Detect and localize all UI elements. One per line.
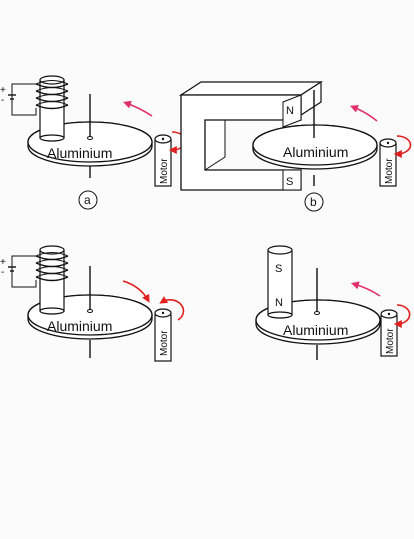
motor — [380, 304, 411, 357]
panel-tag-a-label: a — [84, 193, 91, 207]
electromagnet-coil — [35, 75, 69, 142]
motor-label: Motor — [159, 158, 170, 184]
south-pole-label: S — [286, 176, 293, 188]
curved-arrow-icon — [350, 104, 378, 122]
motor — [379, 135, 412, 187]
panel-a: Aluminium + - Motor a — [0, 75, 187, 210]
plus-sign: + — [0, 85, 6, 96]
curved-arrow-icon — [122, 100, 153, 117]
motor-label: Motor — [385, 328, 396, 354]
aluminium-disc — [252, 124, 378, 170]
aluminium-disc — [27, 121, 153, 167]
disc-label: Aluminium — [283, 144, 348, 160]
electromagnet-coil — [35, 245, 69, 315]
disc-label: Aluminium — [47, 318, 112, 334]
motor-label: Motor — [384, 158, 395, 184]
disc-label: Aluminium — [283, 322, 348, 338]
panel-tag-a — [78, 190, 98, 210]
bar-magnet — [267, 245, 293, 319]
panel-d: Aluminium S N Motor — [255, 245, 411, 360]
north-pole-label: N — [286, 105, 294, 117]
curved-arrow-icon — [122, 280, 150, 303]
panel-tag-b-label: b — [310, 195, 317, 209]
motor — [154, 131, 187, 187]
battery-circuit — [8, 255, 37, 288]
panel-c: Aluminium + - Motor — [0, 245, 185, 362]
plus-sign: + — [0, 257, 6, 268]
minus-sign: - — [1, 95, 4, 106]
magnet-top-arm — [178, 81, 324, 96]
motor-label: Motor — [159, 330, 170, 356]
south-pole-label: S — [275, 263, 282, 275]
curved-arrow-icon — [350, 281, 381, 297]
panel-tag-b — [304, 192, 324, 212]
battery-circuit — [8, 83, 37, 116]
north-pole-label: N — [275, 297, 283, 309]
panel-b: N S Aluminium Motor b — [178, 80, 412, 212]
motor — [154, 296, 185, 362]
minus-sign: - — [1, 267, 4, 278]
disc-label: Aluminium — [47, 145, 112, 161]
